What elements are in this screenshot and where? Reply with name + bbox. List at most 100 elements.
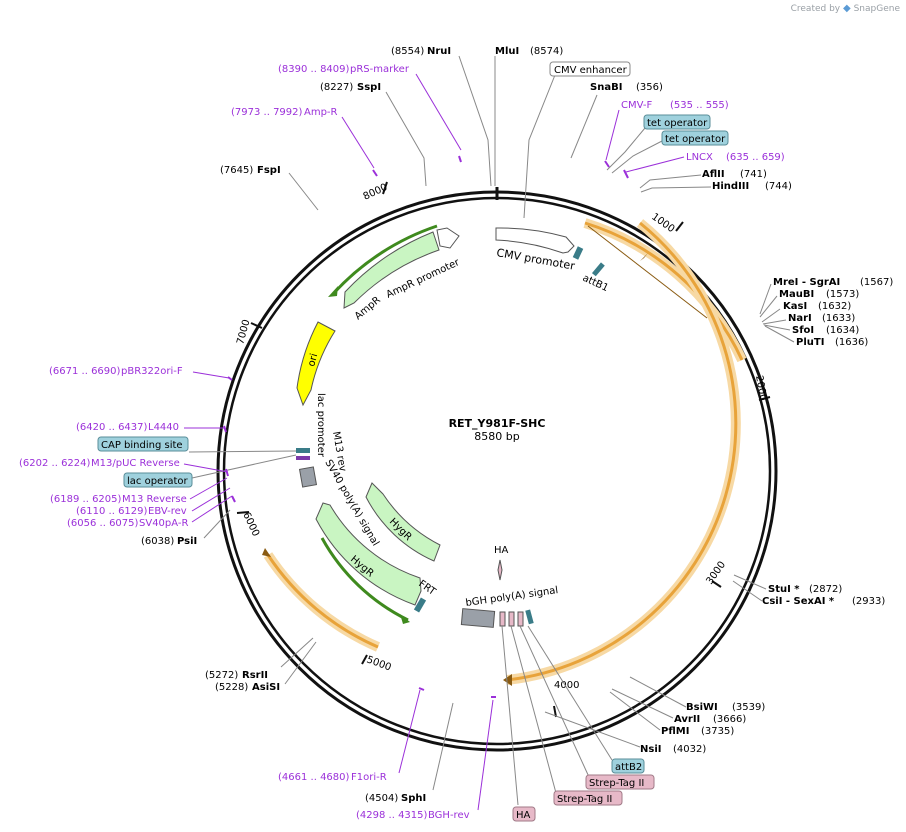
primer-marker-pbr bbox=[227, 376, 233, 381]
site-name-bsiwi: BsiWI bbox=[686, 702, 718, 713]
label-cap-binding: CAP binding site bbox=[101, 440, 183, 451]
primer-marker-lncx bbox=[623, 169, 629, 179]
tick-label-6000: 6000 bbox=[240, 511, 261, 539]
primer-name-bgh: BGH-rev bbox=[428, 810, 470, 821]
orange-orf-arc-3 bbox=[266, 554, 379, 649]
site-leader-lines bbox=[188, 55, 795, 806]
leader-mrei bbox=[759, 283, 772, 315]
tick-mark-1000 bbox=[675, 221, 684, 232]
leader-avrii bbox=[611, 688, 674, 719]
site-name-rsrii: RsrII bbox=[242, 670, 268, 681]
site-pos-stui: (2872) bbox=[809, 584, 842, 595]
site-pos-psii: (6038) bbox=[141, 536, 174, 547]
leader-m13rev bbox=[189, 477, 228, 500]
label-strep-tag-2: Strep-Tag II bbox=[557, 794, 612, 805]
tick-mark-8000 bbox=[382, 181, 388, 195]
hygr-arrow-1 bbox=[365, 482, 441, 562]
site-name-stui: StuI * bbox=[768, 584, 800, 595]
site-name-asisi: AsiSI bbox=[252, 682, 280, 693]
label-ha-box: HA bbox=[516, 810, 531, 821]
primer-leader-lines bbox=[183, 73, 685, 811]
hygr-arrow-2 bbox=[315, 502, 422, 606]
plasmid-size: 8580 bp bbox=[474, 430, 519, 443]
primer-marker-cmvf bbox=[604, 160, 610, 168]
frt-marker bbox=[413, 597, 427, 613]
primer-name-lncx: LNCX bbox=[686, 152, 713, 163]
leader-sv40pa bbox=[191, 495, 233, 523]
site-pos-hindiii: (744) bbox=[765, 181, 792, 192]
primer-marker-f1 bbox=[418, 687, 425, 691]
ampr-promoter-arrow bbox=[436, 227, 460, 249]
tick-mark-7000 bbox=[250, 322, 263, 329]
primer-range-pbr: (6671 .. 6690) bbox=[49, 366, 121, 377]
leader-f1ori bbox=[398, 689, 421, 774]
primer-name-pbr: pBR322ori-F bbox=[121, 366, 183, 377]
leader-tet1 bbox=[606, 127, 646, 171]
leader-nrui bbox=[458, 55, 492, 187]
leader-asisi bbox=[284, 641, 317, 685]
box-lac-operator bbox=[123, 472, 193, 488]
site-name-maubi: MauBI bbox=[779, 289, 814, 300]
primer-range-lncx: (635 .. 659) bbox=[726, 152, 785, 163]
primer-name-prs: pRS-marker bbox=[350, 64, 410, 75]
orange-orf-track bbox=[262, 218, 747, 686]
primer-range-l4440: (6420 .. 6437) bbox=[76, 422, 148, 433]
tick-label-2000: 2000 bbox=[753, 375, 768, 402]
site-pos-snabi: (356) bbox=[636, 82, 663, 93]
site-pos-mrei: (1567) bbox=[860, 277, 893, 288]
cmv-teal-marker bbox=[572, 246, 584, 260]
credit-badge: Created by ◆ SnapGene bbox=[791, 3, 900, 14]
attB2-teal-marker bbox=[525, 609, 534, 625]
leader-rsrii bbox=[280, 637, 314, 668]
leader-lacop bbox=[191, 454, 297, 479]
primer-range-ebv: (6110 .. 6129) bbox=[76, 506, 148, 517]
credit-brand: SnapGene bbox=[853, 4, 900, 14]
primer-marker-prs bbox=[458, 155, 462, 163]
leader-cap bbox=[188, 450, 297, 453]
bgh-polya-box bbox=[460, 608, 496, 628]
leader-pflmi bbox=[609, 691, 661, 731]
site-pos-maubi: (1573) bbox=[826, 289, 859, 300]
site-pos-sphi: (4504) bbox=[365, 793, 398, 804]
leader-m13puc bbox=[183, 463, 229, 473]
leader-pbr322ori-f bbox=[192, 371, 230, 379]
site-pos-avrii: (3666) bbox=[713, 714, 746, 725]
primer-range-sv40: (6056 .. 6075) bbox=[67, 518, 139, 529]
credit-prefix: Created by bbox=[790, 4, 841, 14]
site-pos-nsii: (4032) bbox=[673, 744, 706, 755]
label-strep-tag-1: Strep-Tag II bbox=[589, 778, 644, 789]
primer-range-ampr: (7973 .. 7992) bbox=[231, 107, 303, 118]
site-pos-fspi: (7645) bbox=[220, 165, 253, 176]
primer-name-l4440: L4440 bbox=[148, 422, 179, 433]
leader-lncx bbox=[625, 156, 685, 173]
primer-name-cmvf: CMV-F bbox=[621, 100, 652, 111]
primer-labels: (8390 .. 8409) pRS-marker (7973 .. 7992)… bbox=[19, 64, 785, 821]
orange-orf-inner-line-1 bbox=[587, 225, 708, 319]
site-pos-pluti: (1636) bbox=[835, 337, 868, 348]
leader-amp-r bbox=[341, 116, 375, 169]
leader-sphi bbox=[432, 702, 454, 791]
site-name-sfoi: SfoI bbox=[792, 325, 814, 336]
site-name-mlui: MluI bbox=[495, 46, 519, 57]
leader-nari bbox=[762, 319, 787, 325]
site-name-aflii: AflII bbox=[702, 169, 725, 180]
primer-name-m13puc: M13/pUC Reverse bbox=[91, 458, 180, 469]
site-pos-nrui: (8554) bbox=[391, 46, 424, 57]
site-name-psii: PsiI bbox=[177, 536, 197, 547]
primer-range-prs: (8390 .. 8409) bbox=[278, 64, 350, 75]
primer-range-cmvf: (535 .. 555) bbox=[670, 100, 729, 111]
primer-marker-ampr bbox=[372, 169, 378, 177]
site-name-nrui: NruI bbox=[427, 46, 451, 57]
bgh-polya-label: bGH poly(A) signal bbox=[465, 585, 559, 609]
leader-bgh-rev bbox=[477, 699, 494, 811]
ori-arrow bbox=[296, 321, 336, 407]
ha-feature-marker bbox=[497, 559, 503, 581]
primer-name-m13rev: M13 Reverse bbox=[122, 494, 187, 505]
box-strep-tag-1 bbox=[585, 774, 655, 790]
site-labels: (8554) NruI MluI (8574) (8227) SspI SnaB… bbox=[141, 46, 893, 804]
site-name-csii: CsiI - SexAI * bbox=[762, 596, 835, 607]
leader-cmv-enhancer bbox=[523, 74, 556, 219]
primer-range-bgh: (4298 .. 4315) bbox=[356, 810, 428, 821]
orange-orf-arrowhead-3 bbox=[262, 548, 271, 557]
attB1-label: attB1 bbox=[581, 273, 610, 294]
